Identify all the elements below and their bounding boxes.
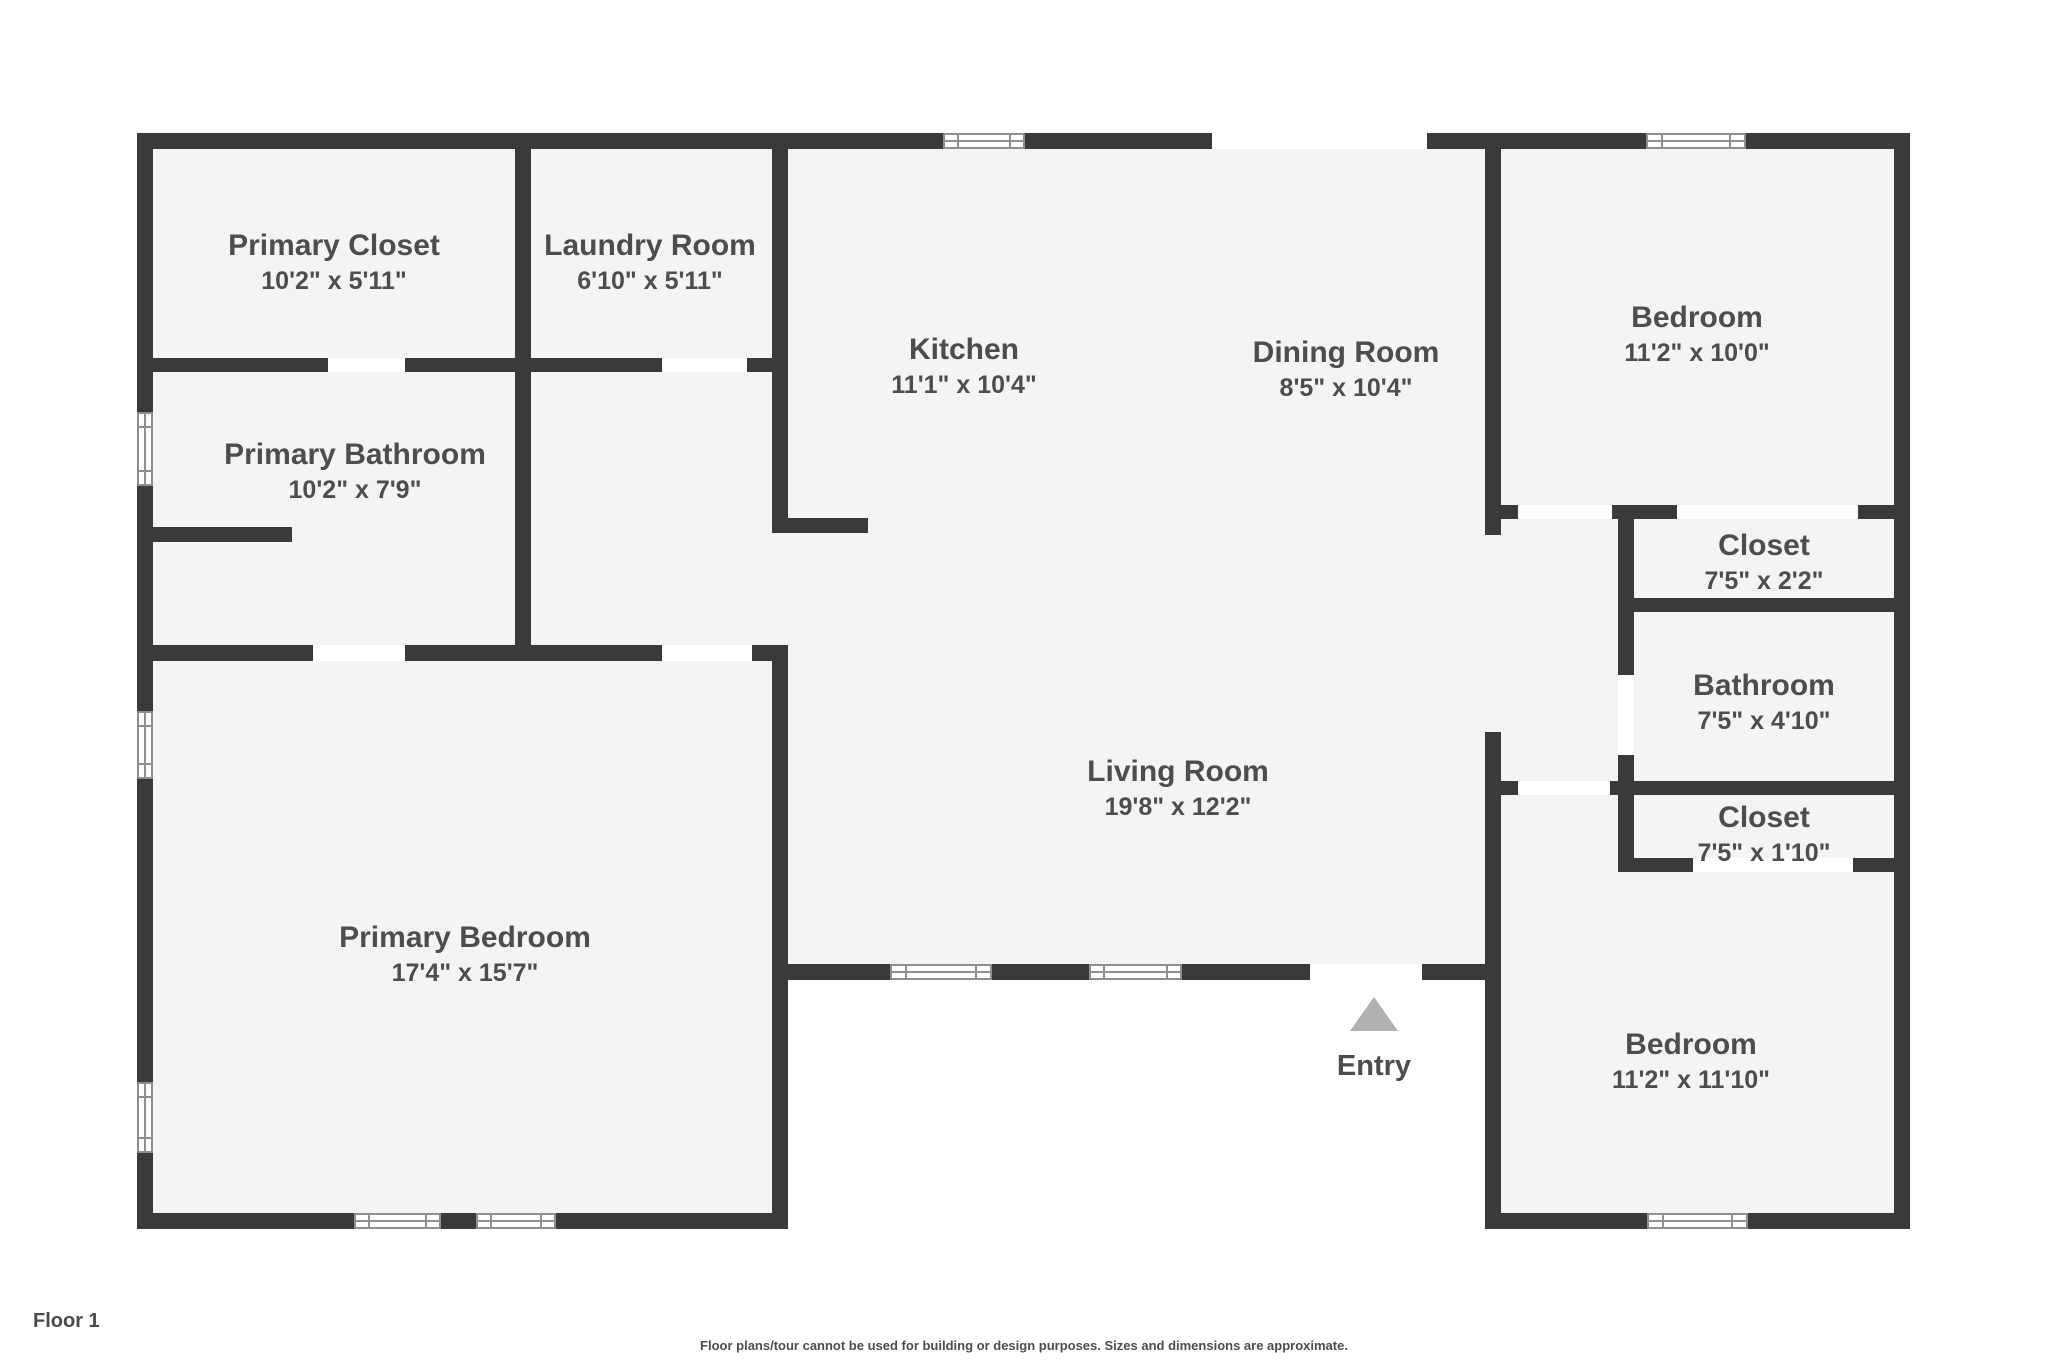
disclaimer: Floor plans/tour cannot be used for buil… xyxy=(700,1338,1348,1353)
window xyxy=(137,412,153,486)
window xyxy=(476,1213,556,1229)
window xyxy=(1647,1213,1748,1229)
entry-direction-arrow-icon xyxy=(1350,997,1398,1031)
floor-area xyxy=(137,133,1910,1240)
window xyxy=(1646,133,1746,149)
entry-label: Entry xyxy=(1336,1050,1412,1082)
window xyxy=(137,711,153,779)
floor-label: Floor 1 xyxy=(33,1310,100,1332)
window xyxy=(1089,964,1182,980)
window xyxy=(943,133,1025,149)
window xyxy=(137,1082,153,1153)
window xyxy=(890,964,992,980)
door-openings xyxy=(313,133,1858,980)
windows xyxy=(137,133,1748,1229)
window xyxy=(354,1213,441,1229)
